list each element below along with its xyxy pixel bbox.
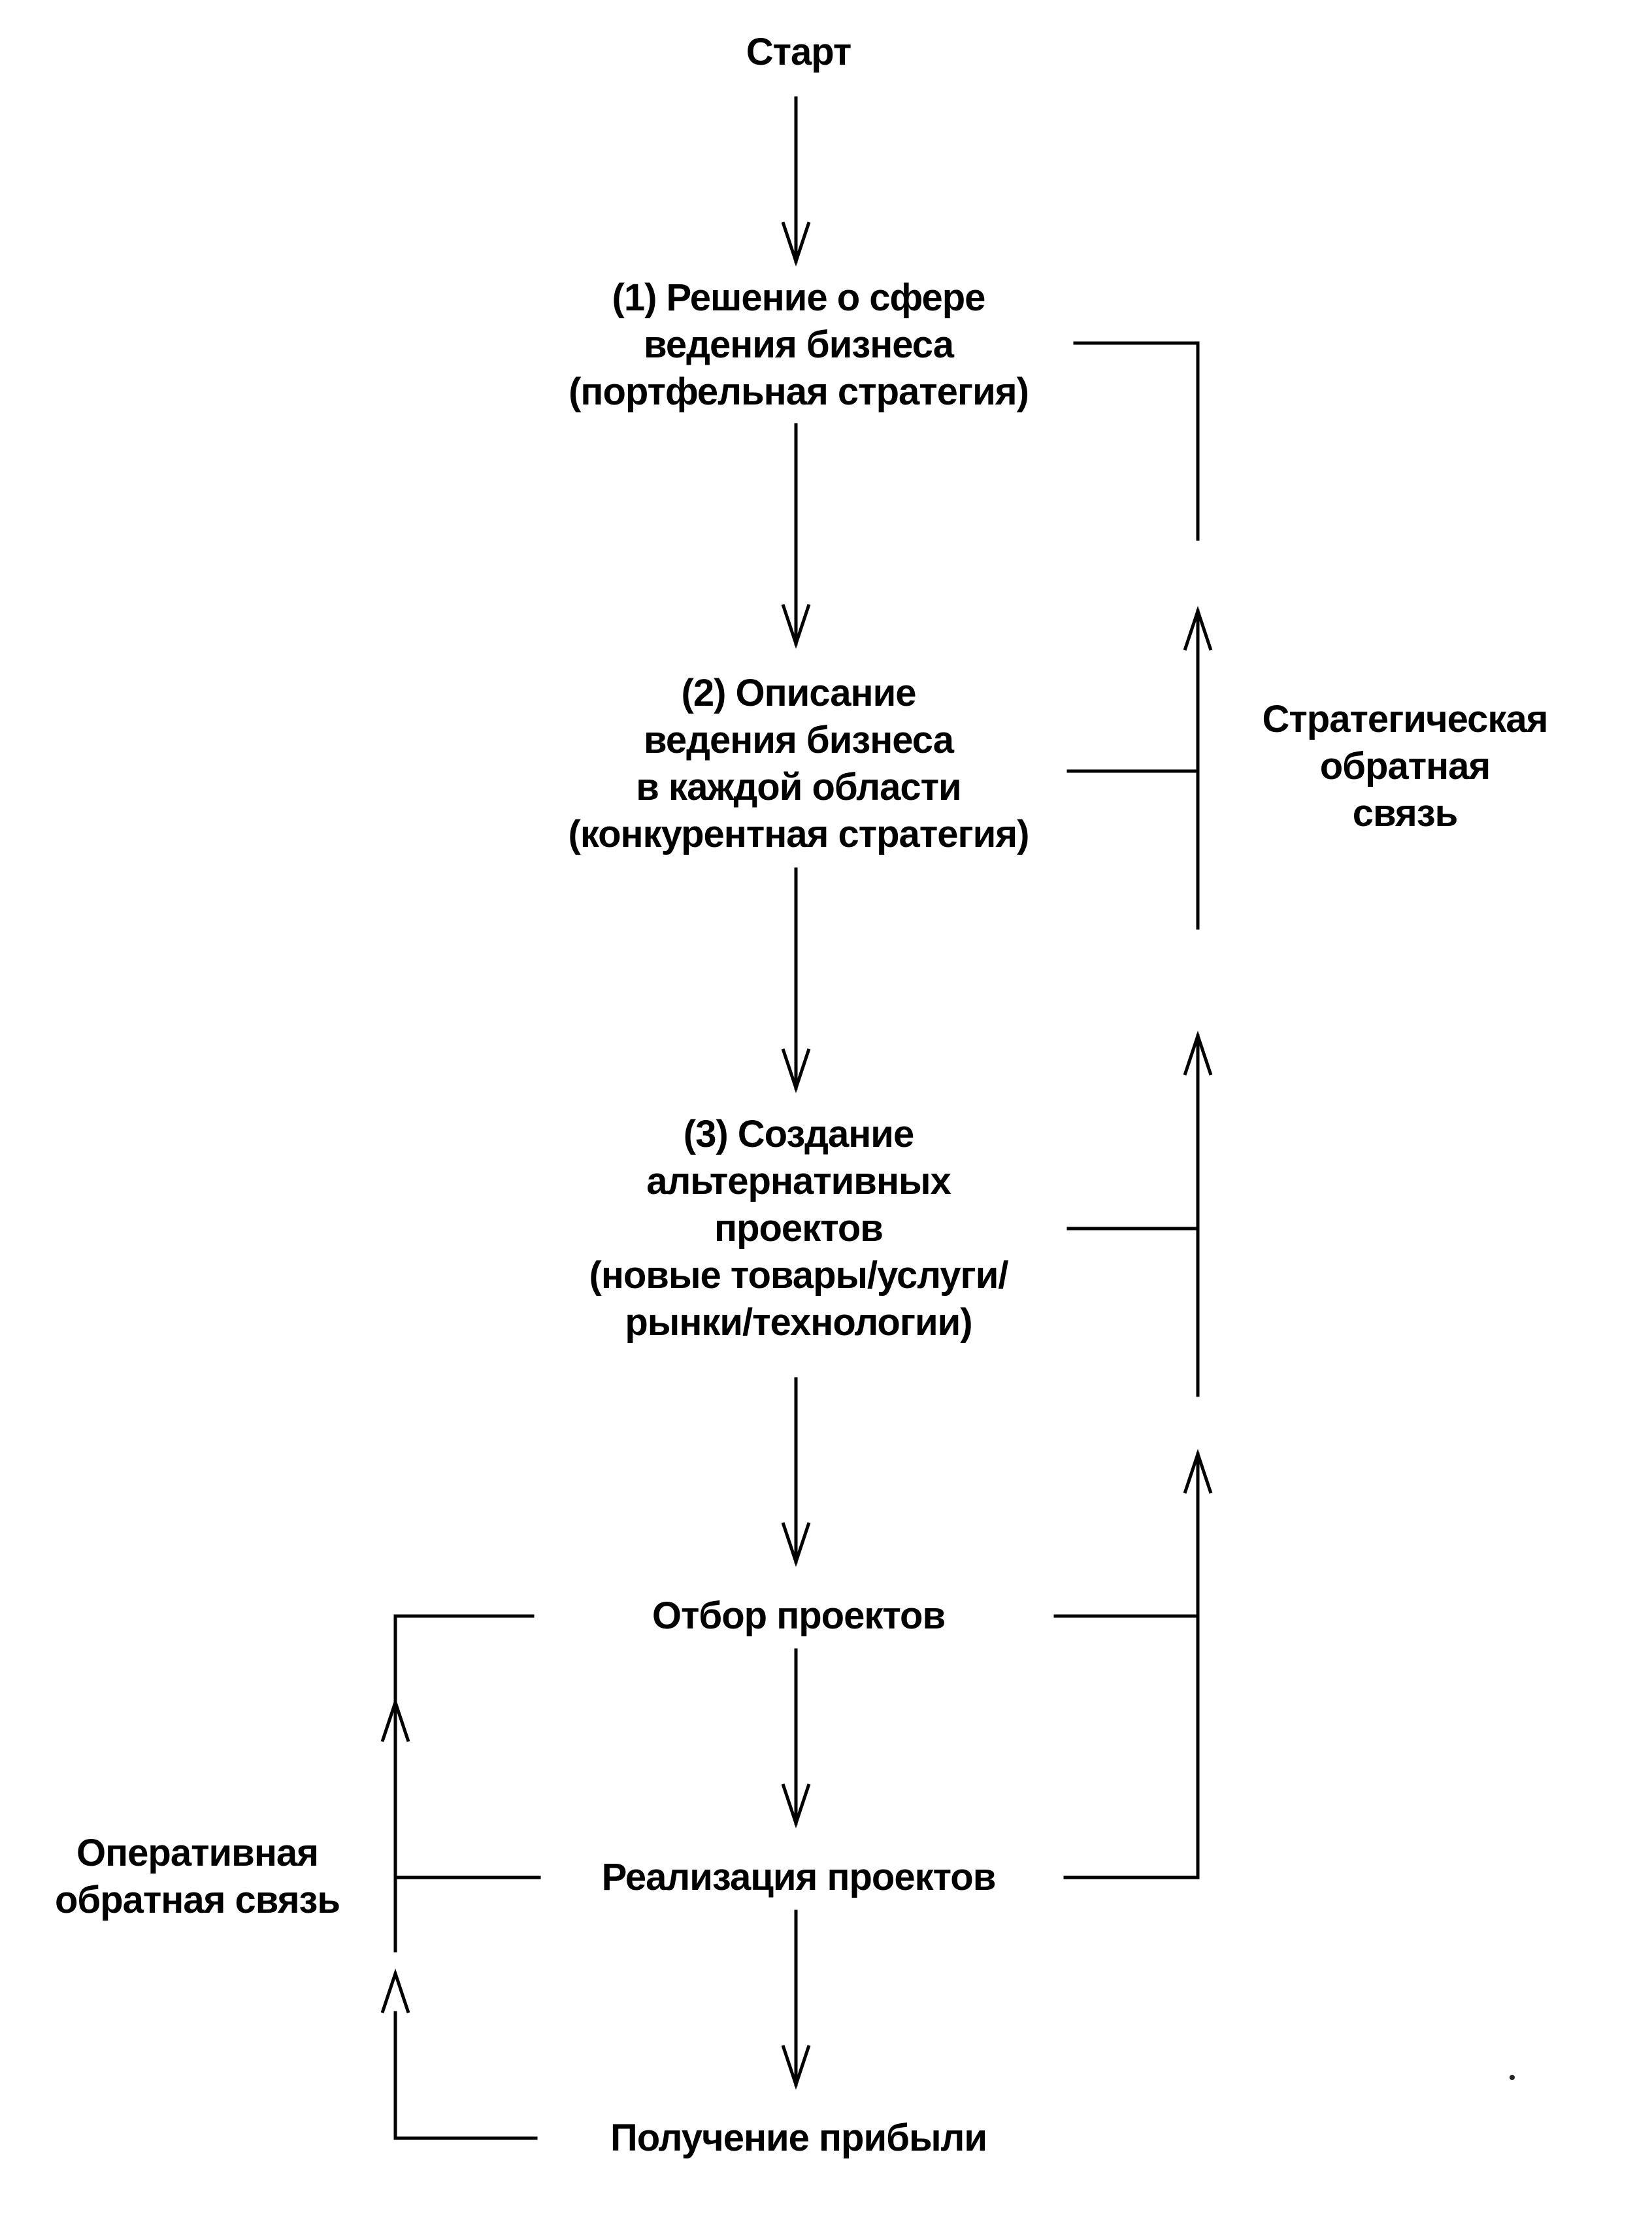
label-strategic-line-3: связь (1352, 792, 1458, 835)
node-step1-line-3: (портфельная стратегия) (569, 371, 1029, 413)
arrowhead-up-strategic-top (1183, 606, 1213, 651)
arrowhead-down-step3 (781, 1048, 811, 1093)
arrowhead-down-implementation (781, 1783, 811, 1828)
node-step3-alternative-projects: (3) Создание альтернативных проектов (но… (589, 1111, 1009, 1346)
node-step2-line-3: в каждой области (636, 766, 961, 808)
label-operational-line-2: обратная связь (54, 1879, 340, 1921)
node-step2-competitive-strategy: (2) Описание ведения бизнеса в каждой об… (568, 670, 1030, 858)
arrowhead-up-operational-top (380, 1697, 410, 1742)
node-step3-line-2: альтернативных (646, 1160, 951, 1202)
node-step3-line-3: проектов (714, 1207, 884, 1249)
label-strategic-line-1: Стратегическая (1262, 698, 1548, 740)
node-step3-line-5: рынки/технологии) (625, 1301, 972, 1344)
arrowhead-down-step1 (781, 222, 811, 267)
node-step1-portfolio-strategy: (1) Решение о сфере ведения бизнеса (пор… (569, 274, 1029, 416)
label-operational-line-1: Оперативная (76, 1832, 319, 1874)
label-operational-feedback: Оперативная обратная связь (55, 1830, 340, 1924)
node-step3-line-1: (3) Создание (683, 1113, 914, 1155)
node-step1-line-2: ведения бизнеса (644, 323, 954, 366)
arrowhead-up-strategic-bottom (1183, 1449, 1213, 1494)
scan-speck (1510, 2075, 1515, 2080)
arrowhead-down-selection (781, 1522, 811, 1567)
node-step2-line-2: ведения бизнеса (644, 719, 954, 761)
node-start: Старт (746, 29, 852, 76)
node-start-line: Старт (746, 31, 852, 73)
arrowhead-up-strategic-middle (1183, 1031, 1213, 1076)
node-profit: Получение прибыли (610, 2115, 987, 2162)
label-strategic-line-2: обратная (1319, 745, 1491, 787)
arrowhead-down-step2 (781, 604, 811, 649)
node-step2-line-4: (конкурентная стратегия) (568, 813, 1030, 855)
node-profit-line: Получение прибыли (610, 2117, 987, 2159)
node-implementation-line: Реализация проектов (601, 1856, 997, 1898)
node-step2-line-1: (2) Описание (681, 672, 917, 714)
arrowhead-up-operational-bottom (380, 1968, 410, 2013)
label-strategic-feedback: Стратегическая обратная связь (1262, 696, 1548, 837)
node-project-selection: Отбор проектов (652, 1593, 946, 1640)
node-selection-line: Отбор проектов (652, 1595, 946, 1637)
node-step3-line-4: (новые товары/услуги/ (589, 1254, 1009, 1297)
arrowhead-down-profit (781, 2045, 811, 2090)
node-step1-line-1: (1) Решение о сфере (612, 276, 986, 319)
node-project-implementation: Реализация проектов (601, 1854, 997, 1901)
